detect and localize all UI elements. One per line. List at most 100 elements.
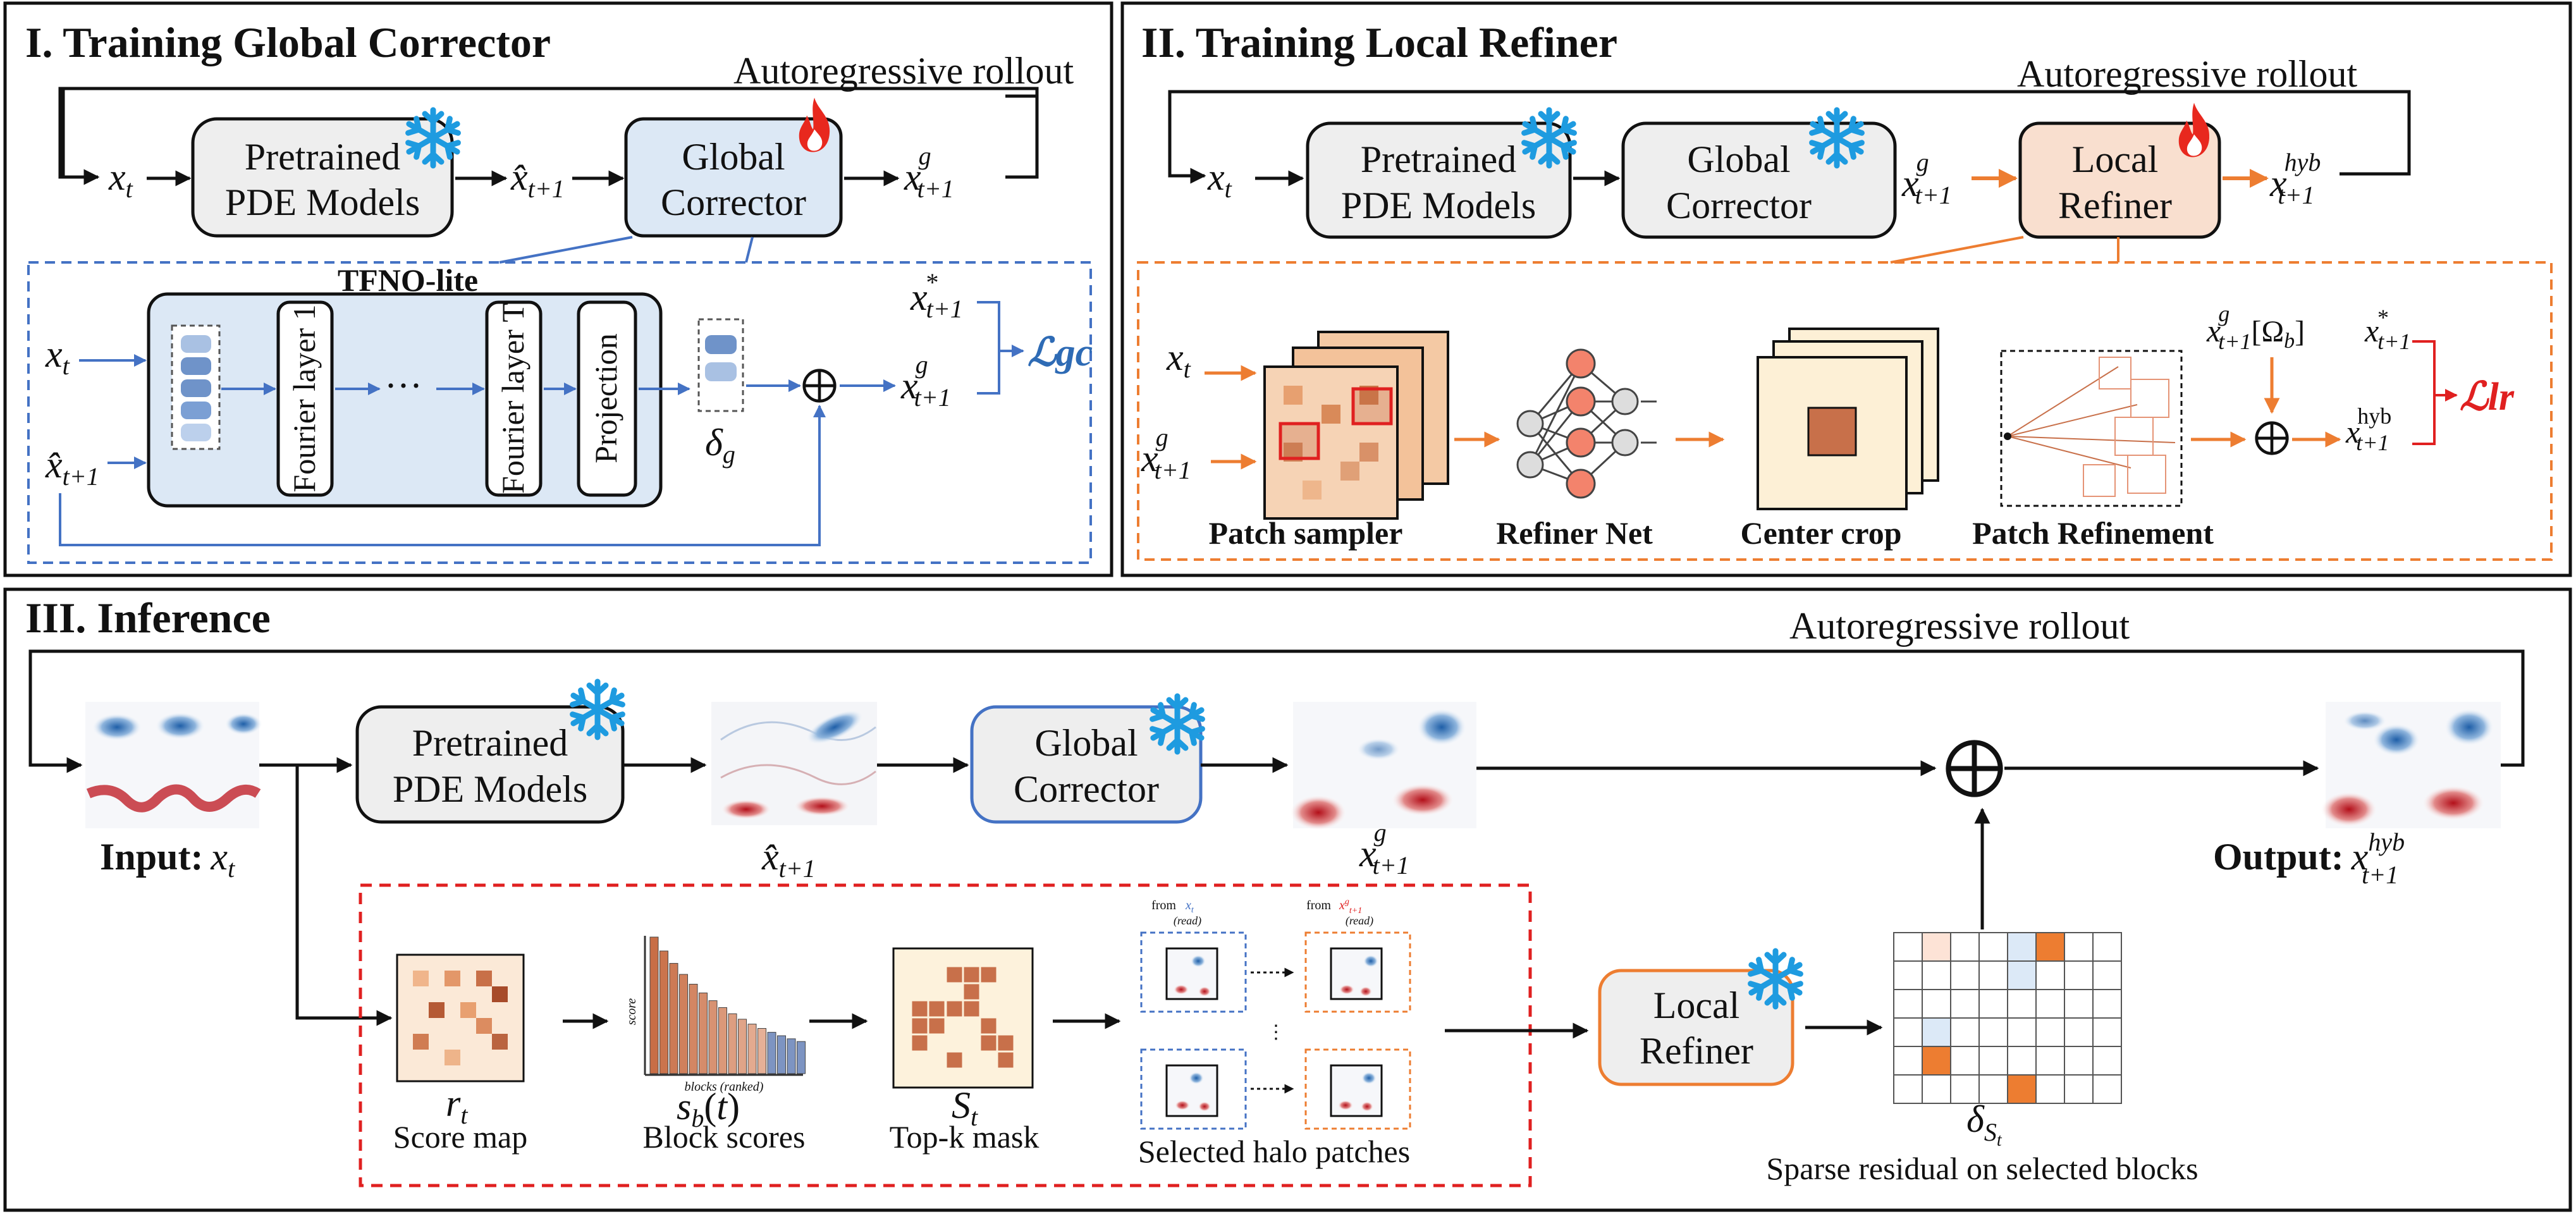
svg-text:xgt+1: xgt+1 <box>1339 897 1362 916</box>
score-bar <box>679 974 688 1074</box>
score-bar <box>767 1032 776 1074</box>
score-bar <box>708 1000 718 1074</box>
refiner-detail-frame <box>1137 261 2553 561</box>
residual-cell <box>1978 960 2008 990</box>
topk-mask-grid <box>892 947 1034 1089</box>
halo-from-1: from <box>1151 898 1176 912</box>
score-bar <box>718 1007 727 1074</box>
residual-cell <box>2007 1017 2037 1047</box>
score-bar <box>757 1027 766 1074</box>
svg-text:xt: xt <box>45 333 70 380</box>
svg-text:xgt+1: xgt+1 <box>1141 423 1191 484</box>
residual-cell <box>2035 960 2065 990</box>
score-bar <box>738 1019 747 1074</box>
score-bar <box>797 1041 806 1074</box>
flame-icon <box>799 97 830 152</box>
pde-prediction-image <box>711 702 877 825</box>
residual-cell <box>2064 932 2094 962</box>
svg-text:xt: xt <box>108 156 133 203</box>
residual-cell <box>2035 932 2065 962</box>
residual-cell <box>2007 1046 2037 1076</box>
refiner-net-label: Refiner Net <box>1496 515 1653 551</box>
residual-cell <box>1893 932 1923 962</box>
panel-training-local-refiner: II. Training Local Refiner Autoregressiv… <box>1120 1 2572 577</box>
panel-2-title: II. Training Local Refiner <box>1141 18 1617 66</box>
center-crop-stack <box>1757 328 1939 510</box>
svg-text:x*t+1: x*t+1 <box>910 268 963 323</box>
score-bar <box>747 1024 757 1074</box>
rollout-loop-arrow-2 <box>58 87 1039 185</box>
corrector-label-1: Global <box>682 136 785 178</box>
panel-inference: III. Inference Autoregressive rollout In… <box>3 587 2572 1212</box>
residual-cell <box>1978 1074 2008 1104</box>
residual-cell <box>1922 1074 1951 1104</box>
p3-pretrained-2: PDE Models <box>393 768 587 810</box>
residual-cell <box>2007 960 2037 990</box>
residual-cell <box>2007 932 2037 962</box>
selection-pipeline-frame <box>359 883 1532 1187</box>
loss-gc: ℒgc <box>1027 331 1093 374</box>
residual-cell <box>2092 1074 2122 1104</box>
patch-sampler-label: Patch sampler <box>1209 515 1403 551</box>
oplus-icon <box>2257 423 2288 454</box>
p3-pretrained-1: Pretrained <box>412 722 568 764</box>
residual-cell <box>1950 1046 1980 1076</box>
residual-cell <box>2064 1017 2094 1047</box>
svg-text:sb(t): sb(t) <box>677 1086 740 1132</box>
fourier-layer-t <box>485 300 543 497</box>
residual-cell <box>1978 932 2008 962</box>
tfno-title: TFNO-lite <box>338 262 478 298</box>
score-bar <box>659 950 668 1074</box>
fourier-layer-1-label: Fourier layer 1 <box>286 304 322 492</box>
panel-1-title: I. Training Global Corrector <box>25 18 551 66</box>
block-scores-y-axis: score <box>625 998 639 1026</box>
tfno-detail-frame <box>27 261 1092 564</box>
residual-cell <box>1950 989 1980 1019</box>
residual-cell <box>1922 1046 1951 1076</box>
svg-text:xgt+1: xgt+1 <box>900 350 951 412</box>
residual-cell <box>2092 989 2122 1019</box>
p2-corrector-2: Corrector <box>1666 185 1812 226</box>
score-bar <box>669 963 678 1074</box>
input-field-image <box>85 702 262 828</box>
residual-cell <box>2092 960 2122 990</box>
p2-refiner-2: Refiner <box>2058 185 2172 226</box>
panel-3-title: III. Inference <box>25 594 271 642</box>
svg-text:⋮: ⋮ <box>1267 1022 1285 1043</box>
residual-cell <box>1893 989 1923 1019</box>
halo-patches-label: Selected halo patches <box>1138 1134 1410 1169</box>
svg-text:Input:xt: Input:xt <box>100 836 235 883</box>
residual-cell <box>1922 989 1951 1019</box>
residual-cell <box>2007 1074 2037 1104</box>
residual-cell <box>2035 989 2065 1019</box>
projection-label: Projection <box>588 333 623 463</box>
residual-cell <box>2035 1046 2065 1076</box>
halo-from-2: from <box>1306 898 1331 912</box>
residual-cell <box>1922 1017 1951 1047</box>
svg-text:xt: xt <box>1207 156 1232 203</box>
panel-1-rollout-label: Autoregressive rollout <box>733 50 1074 92</box>
residual-cell <box>1893 1017 1923 1047</box>
pretrained-label-2: PDE Models <box>225 181 420 223</box>
center-crop-label: Center crop <box>1740 515 1901 551</box>
refiner-net-graph <box>1516 348 1657 499</box>
score-bar <box>777 1035 786 1074</box>
p2-pretrained-2: PDE Models <box>1341 185 1536 226</box>
oplus-icon <box>804 371 835 402</box>
halo-read-1: (read) <box>1174 914 1201 928</box>
svg-text:x*t+1: x*t+1 <box>2364 305 2411 354</box>
residual-cell <box>2035 1017 2065 1047</box>
block-scores-chart: score blocks (ranked) <box>625 936 806 1094</box>
residual-cell <box>2092 932 2122 962</box>
svg-text:x̂t+1: x̂t+1 <box>45 444 99 491</box>
corrected-field-image <box>1290 702 1476 830</box>
panel-training-global-corrector: I. Training Global Corrector Autoregress… <box>3 1 1113 577</box>
topk-mask-label: Top-k mask <box>890 1119 1040 1155</box>
svg-text:xt: xt <box>1166 336 1191 383</box>
ellipsis: ··· <box>384 365 422 407</box>
patch-refinement-label: Patch Refinement <box>1972 515 2214 551</box>
